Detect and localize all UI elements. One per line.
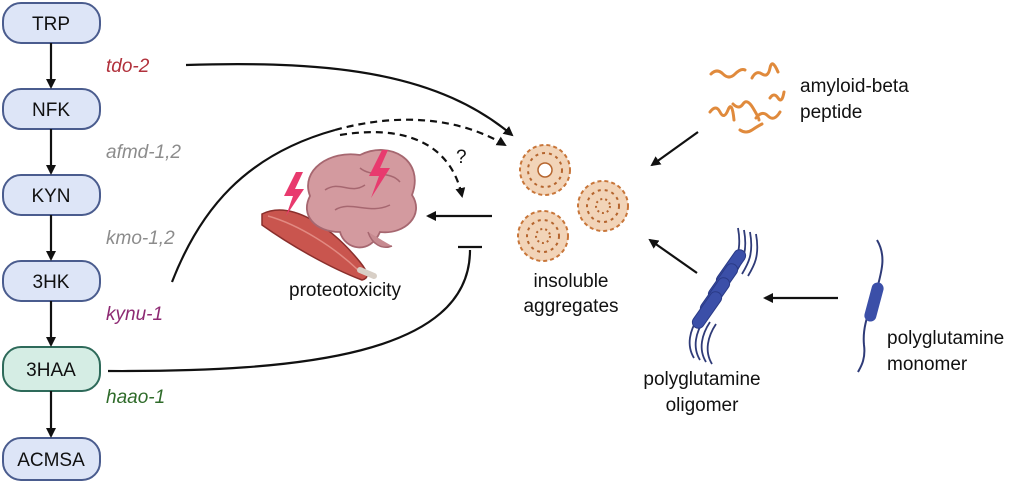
peptide-icon [738,122,764,134]
node-kyn: KYN [2,174,101,216]
peptide-icon [754,110,782,120]
curve-kynu1 [170,128,336,283]
aggregate-icon [517,210,569,262]
polyglutamine-monomer-icon [857,239,884,373]
label-amyloid-line1: amyloid-beta [800,76,909,97]
aggregate-clusters [517,144,629,262]
label-amyloid-line2: peptide [800,102,862,123]
label-aggregates-line2: aggregates [523,296,618,317]
inhibition-haao1 [107,249,472,373]
node-label: KYN [31,186,70,207]
node-label: ACMSA [17,450,85,471]
brain-icon [305,149,417,249]
enzyme-afmd: afmd-1,2 [106,142,181,163]
lightning-icon [284,172,304,216]
peptide-icon [768,90,786,102]
arrow-tdo2-aggregates [185,63,514,137]
label-monomer-line1: polyglutamine [887,328,1004,349]
arrow-oligomer-aggregates [648,238,698,274]
node-3hk: 3HK [2,260,101,302]
polyglutamine-oligomer-icon [688,227,759,365]
lightning-icons [284,150,390,216]
node-3haa: 3HAA [2,346,101,392]
amyloid-peptide-icons [708,62,786,134]
label-monomer-line2: monomer [887,354,968,375]
dashed-arrow-upper [334,118,507,147]
node-label: 3HAA [26,360,76,381]
dashed-arrow-lower [339,131,466,198]
arrow-amyloid-aggregates [650,131,699,167]
enzyme-tdo-2: tdo-2 [106,56,150,77]
muscle-icon [261,209,377,281]
aggregate-icon [577,180,629,232]
node-label: TRP [32,14,70,35]
enzyme-kmo: kmo-1,2 [106,228,175,249]
enzyme-kynu-1: kynu-1 [106,304,163,325]
peptide-icon [708,105,736,122]
label-oligomer-line1: polyglutamine [643,369,760,390]
label-aggregates-line1: insoluble [534,271,609,292]
lightning-icon [369,150,390,198]
label-proteotoxicity: proteotoxicity [289,280,401,301]
peptide-icon [709,68,747,79]
enzyme-haao-1: haao-1 [106,387,165,408]
peptide-icon [750,62,780,80]
node-nfk: NFK [2,88,101,130]
node-label: NFK [32,100,70,121]
aggregate-icon [519,144,571,196]
label-oligomer-line2: oligomer [666,395,740,416]
node-acmsa: ACMSA [2,437,101,481]
node-trp: TRP [2,2,101,44]
node-label: 3HK [33,272,70,293]
question-mark: ? [456,147,467,168]
